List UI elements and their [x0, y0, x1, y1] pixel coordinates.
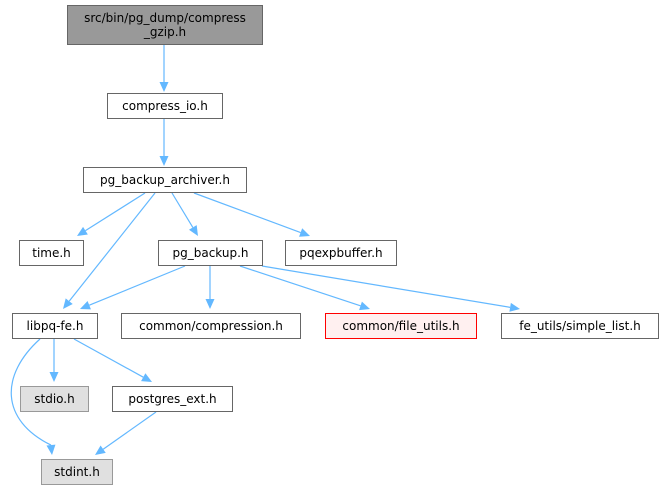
edge-libpq-postgres_ext: [73, 338, 144, 378]
node-label: libpq-fe.h: [26, 319, 84, 333]
node-compress_io[interactable]: compress_io.h: [107, 93, 223, 119]
edge-archiver-pqexpbuffer: [193, 192, 301, 234]
node-stdint[interactable]: stdint.h: [41, 459, 113, 485]
arrowhead-icon: [509, 302, 520, 312]
node-postgres_ext[interactable]: postgres_ext.h: [112, 386, 233, 412]
arrowhead-icon: [205, 299, 215, 309]
node-pqexpbuffer[interactable]: pqexpbuffer.h: [285, 240, 397, 266]
edge-pg_backup-file_utils: [239, 265, 361, 307]
arrowhead-icon: [95, 445, 106, 455]
edge-archiver-pg_backup: [171, 192, 194, 228]
node-label: stdint.h: [54, 465, 100, 479]
node-label: stdio.h: [34, 392, 75, 406]
arrowhead-icon: [49, 372, 59, 382]
node-libpq[interactable]: libpq-fe.h: [12, 313, 98, 339]
node-stdio[interactable]: stdio.h: [20, 386, 89, 412]
node-label: pg_backup.h: [172, 246, 249, 260]
node-simple_list[interactable]: fe_utils/simple_list.h: [501, 313, 659, 339]
node-label: compress_io.h: [122, 99, 208, 113]
node-archiver[interactable]: pg_backup_archiver.h: [83, 167, 247, 193]
node-label: src/bin/pg_dump/compress _gzip.h: [84, 11, 246, 39]
node-compression[interactable]: common/compression.h: [121, 313, 301, 339]
node-label: time.h: [32, 246, 71, 260]
arrowhead-icon: [46, 444, 56, 455]
arrowhead-icon: [77, 226, 88, 236]
edge-libpq-stdint: [10, 338, 52, 446]
arrowhead-icon: [188, 225, 198, 236]
node-file_utils[interactable]: common/file_utils.h: [325, 313, 477, 339]
arrowhead-icon: [80, 301, 91, 310]
edge-postgres_ext-stdint: [102, 411, 157, 450]
edge-archiver-libpq: [68, 192, 156, 302]
arrowhead-icon: [359, 301, 370, 311]
arrowhead-icon: [159, 82, 169, 92]
node-label: common/compression.h: [139, 319, 283, 333]
node-label: pqexpbuffer.h: [299, 246, 383, 260]
node-pg_backup[interactable]: pg_backup.h: [158, 240, 263, 266]
arrowhead-icon: [141, 373, 152, 382]
edge-pg_backup-simple_list: [261, 265, 511, 308]
node-label: postgres_ext.h: [128, 392, 217, 406]
arrowhead-icon: [63, 298, 73, 309]
arrowhead-icon: [159, 156, 169, 166]
node-label: pg_backup_archiver.h: [100, 173, 230, 187]
arrowhead-icon: [299, 228, 310, 237]
node-label: common/file_utils.h: [342, 319, 460, 333]
node-root[interactable]: src/bin/pg_dump/compress _gzip.h: [67, 5, 263, 45]
node-label: fe_utils/simple_list.h: [519, 319, 641, 333]
edge-archiver-time: [85, 192, 146, 232]
edge-pg_backup-libpq: [89, 265, 186, 306]
node-time[interactable]: time.h: [19, 240, 84, 266]
